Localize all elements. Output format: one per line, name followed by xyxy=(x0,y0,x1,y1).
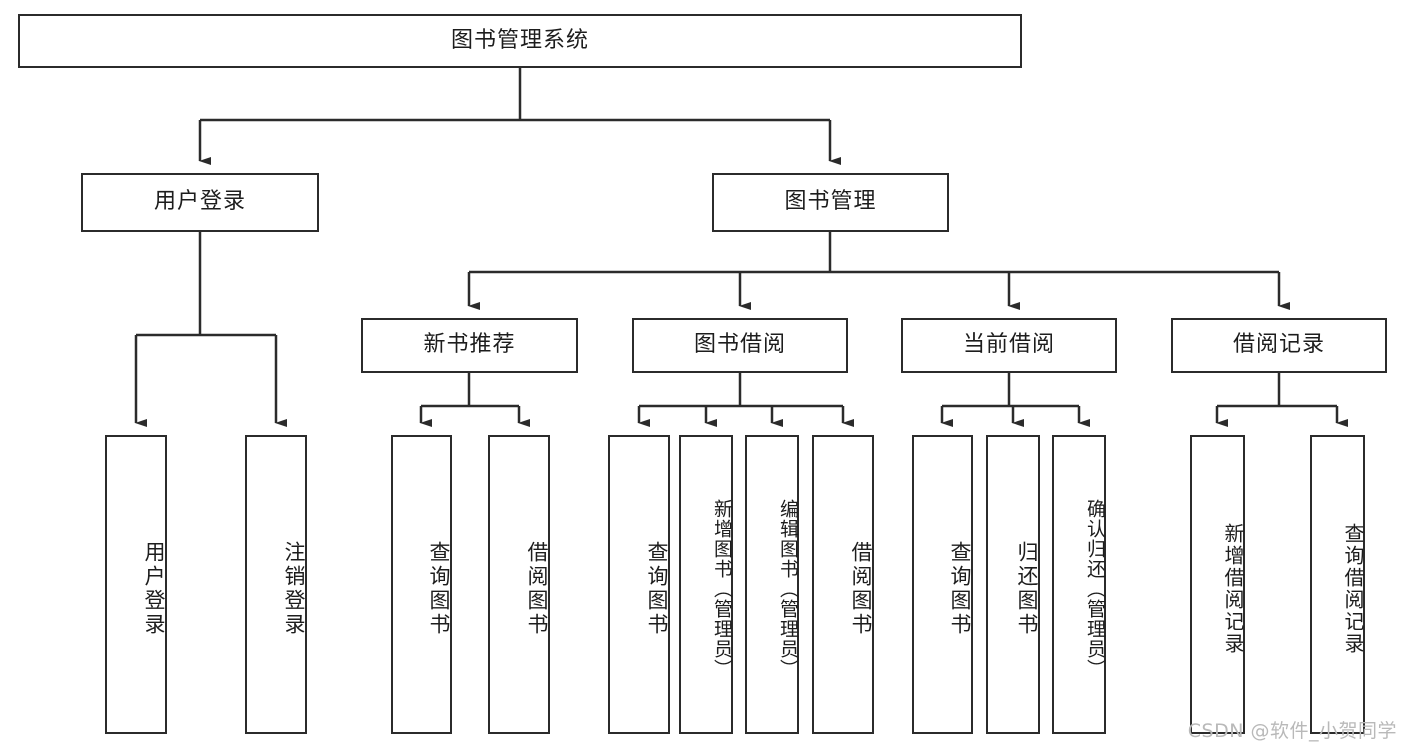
leaf-query-book-current[interactable]: 查询图书 xyxy=(912,435,973,734)
node-root[interactable]: 图书管理系统 xyxy=(18,14,1022,68)
leaf-label: 查询图书 xyxy=(427,540,451,637)
leaf-user-login[interactable]: 用户登录 xyxy=(105,435,167,734)
leaf-borrow-book[interactable]: 借阅图书 xyxy=(812,435,874,734)
leaf-label: 确认归还（管理员） xyxy=(1084,498,1106,679)
leaf-query-book-recommend[interactable]: 查询图书 xyxy=(391,435,452,734)
leaf-edit-book-admin[interactable]: 编辑图书（管理员） xyxy=(745,435,799,734)
leaf-query-borrow-record[interactable]: 查询借阅记录 xyxy=(1310,435,1365,734)
leaf-label: 查询图书 xyxy=(645,540,669,637)
node-current-borrow[interactable]: 当前借阅 xyxy=(901,318,1117,373)
leaf-label: 编辑图书（管理员） xyxy=(777,498,799,679)
node-user-login[interactable]: 用户登录 xyxy=(81,173,319,232)
node-book-borrow-label: 图书借阅 xyxy=(693,332,786,358)
node-current-borrow-label: 当前借阅 xyxy=(962,332,1055,358)
leaf-query-book-borrow[interactable]: 查询图书 xyxy=(608,435,670,734)
node-root-label: 图书管理系统 xyxy=(450,27,589,53)
leaf-label: 借阅图书 xyxy=(849,540,873,637)
leaf-return-book[interactable]: 归还图书 xyxy=(986,435,1040,734)
node-new-book-recommend-label: 新书推荐 xyxy=(423,332,516,358)
leaf-add-borrow-record[interactable]: 新增借阅记录 xyxy=(1190,435,1245,734)
leaf-label: 借阅图书 xyxy=(525,540,549,637)
leaf-label: 归还图书 xyxy=(1015,540,1039,637)
leaf-label: 注销登录 xyxy=(282,540,306,637)
node-borrow-record[interactable]: 借阅记录 xyxy=(1171,318,1387,373)
leaf-label: 用户登录 xyxy=(142,540,166,637)
node-borrow-record-label: 借阅记录 xyxy=(1232,332,1325,358)
leaf-label: 查询借阅记录 xyxy=(1341,522,1365,655)
leaf-label: 查询图书 xyxy=(948,540,972,637)
leaf-borrow-book-recommend[interactable]: 借阅图书 xyxy=(488,435,550,734)
node-new-book-recommend[interactable]: 新书推荐 xyxy=(361,318,578,373)
node-book-management-label: 图书管理 xyxy=(784,189,877,215)
node-book-borrow[interactable]: 图书借阅 xyxy=(632,318,848,373)
watermark: CSDN @软件_小贺同学 xyxy=(1187,720,1397,742)
node-user-login-label: 用户登录 xyxy=(153,189,246,215)
leaf-label: 新增图书（管理员） xyxy=(711,498,733,679)
leaf-label: 新增借阅记录 xyxy=(1221,522,1245,655)
node-book-management[interactable]: 图书管理 xyxy=(712,173,949,232)
leaf-add-book-admin[interactable]: 新增图书（管理员） xyxy=(679,435,733,734)
leaf-logout[interactable]: 注销登录 xyxy=(245,435,307,734)
leaf-confirm-return-admin[interactable]: 确认归还（管理员） xyxy=(1052,435,1106,734)
